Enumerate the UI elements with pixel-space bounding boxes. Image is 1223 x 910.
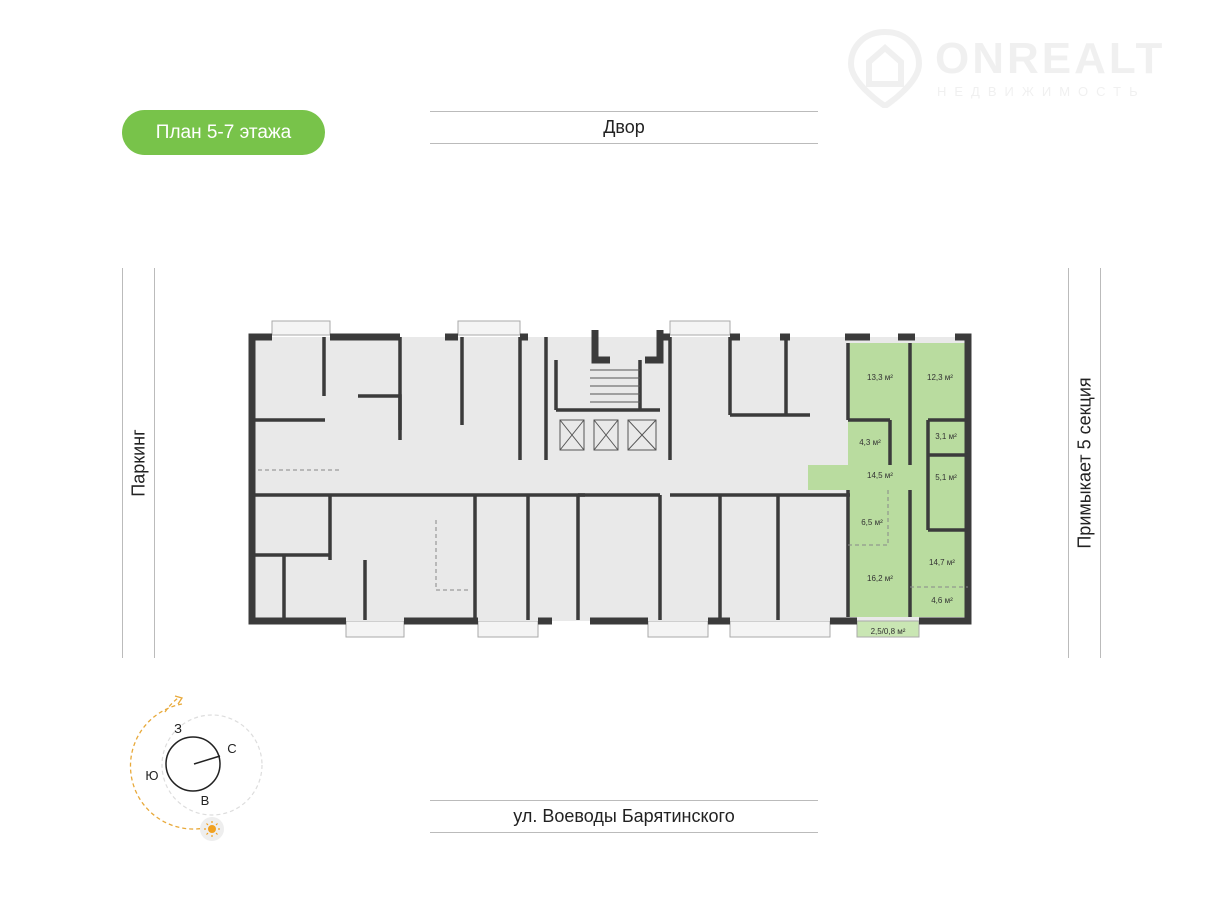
room-area-label: 12,3 м² (927, 373, 953, 382)
street-left: Паркинг (122, 268, 155, 658)
compass-north: С (227, 741, 236, 756)
logo-subtitle: НЕДВИЖИМОСТЬ (937, 84, 1146, 99)
room-area-label: 4,3 м² (859, 438, 881, 447)
house-pin-icon (847, 28, 923, 108)
inner-walls (252, 337, 968, 620)
street-right: Примыкает 5 секция (1068, 268, 1101, 658)
room-area-label: 14,5 м² (867, 471, 893, 480)
onrealt-logo: ONREALT НЕДВИЖИМОСТЬ (845, 28, 1195, 108)
street-bottom: ул. Воеводы Барятинского (430, 800, 818, 833)
room-area-label: 13,3 м² (867, 373, 893, 382)
street-bottom-label: ул. Воеводы Барятинского (513, 806, 735, 826)
compass-east: В (201, 793, 210, 808)
elevators (559, 369, 657, 451)
zone-lines (258, 469, 968, 591)
compass: З С Ю В (129, 695, 263, 841)
room-area-label: 4,6 м² (931, 596, 953, 605)
arrow-icon (174, 695, 184, 705)
outer-walls (248, 330, 972, 625)
room-area-label: 16,2 м² (867, 574, 893, 583)
floor-plan-label: План 5-7 этажа (122, 110, 325, 155)
room-area-label: 6,5 м² (861, 518, 883, 527)
room-area-label: 5,1 м² (935, 473, 957, 482)
sun-icon (200, 817, 224, 841)
room-area-label: 14,7 м² (929, 558, 955, 567)
street-top: Двор (430, 111, 818, 144)
highlighted-balcony[interactable] (856, 620, 920, 638)
logo-brand: ONREALT (935, 34, 1166, 83)
room-labels: 13,3 м² 12,3 м² 4,3 м² 3,1 м² 14,5 м² 5,… (859, 373, 957, 636)
compass-south: Ю (145, 768, 158, 783)
room-area-label: 3,1 м² (935, 432, 957, 441)
compass-west: З (174, 721, 182, 736)
room-area-label: 2,5/0,8 м² (871, 627, 906, 636)
street-top-label: Двор (603, 117, 645, 137)
